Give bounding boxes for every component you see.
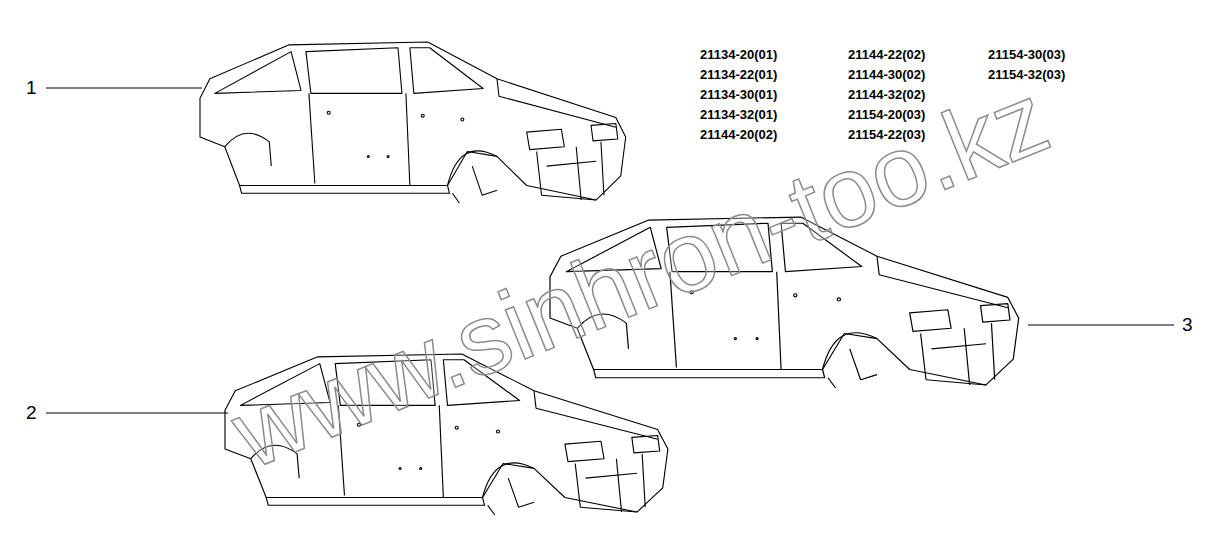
model-code: 21154-30(03) (988, 47, 1065, 63)
model-code: 21134-22(01) (700, 67, 777, 83)
model-code: 21144-20(02) (700, 127, 777, 143)
model-code: 21134-30(01) (700, 87, 777, 103)
model-code: 21144-22(02) (848, 47, 925, 63)
model-code: 21134-20(01) (700, 47, 777, 63)
callout-number: 1 (26, 78, 37, 98)
callout-number: 2 (26, 403, 37, 423)
model-code: 21144-32(02) (848, 87, 925, 103)
model-code: 21144-30(02) (848, 67, 925, 83)
callout-number: 3 (1182, 315, 1193, 335)
model-code: 21134-32(01) (700, 107, 777, 123)
